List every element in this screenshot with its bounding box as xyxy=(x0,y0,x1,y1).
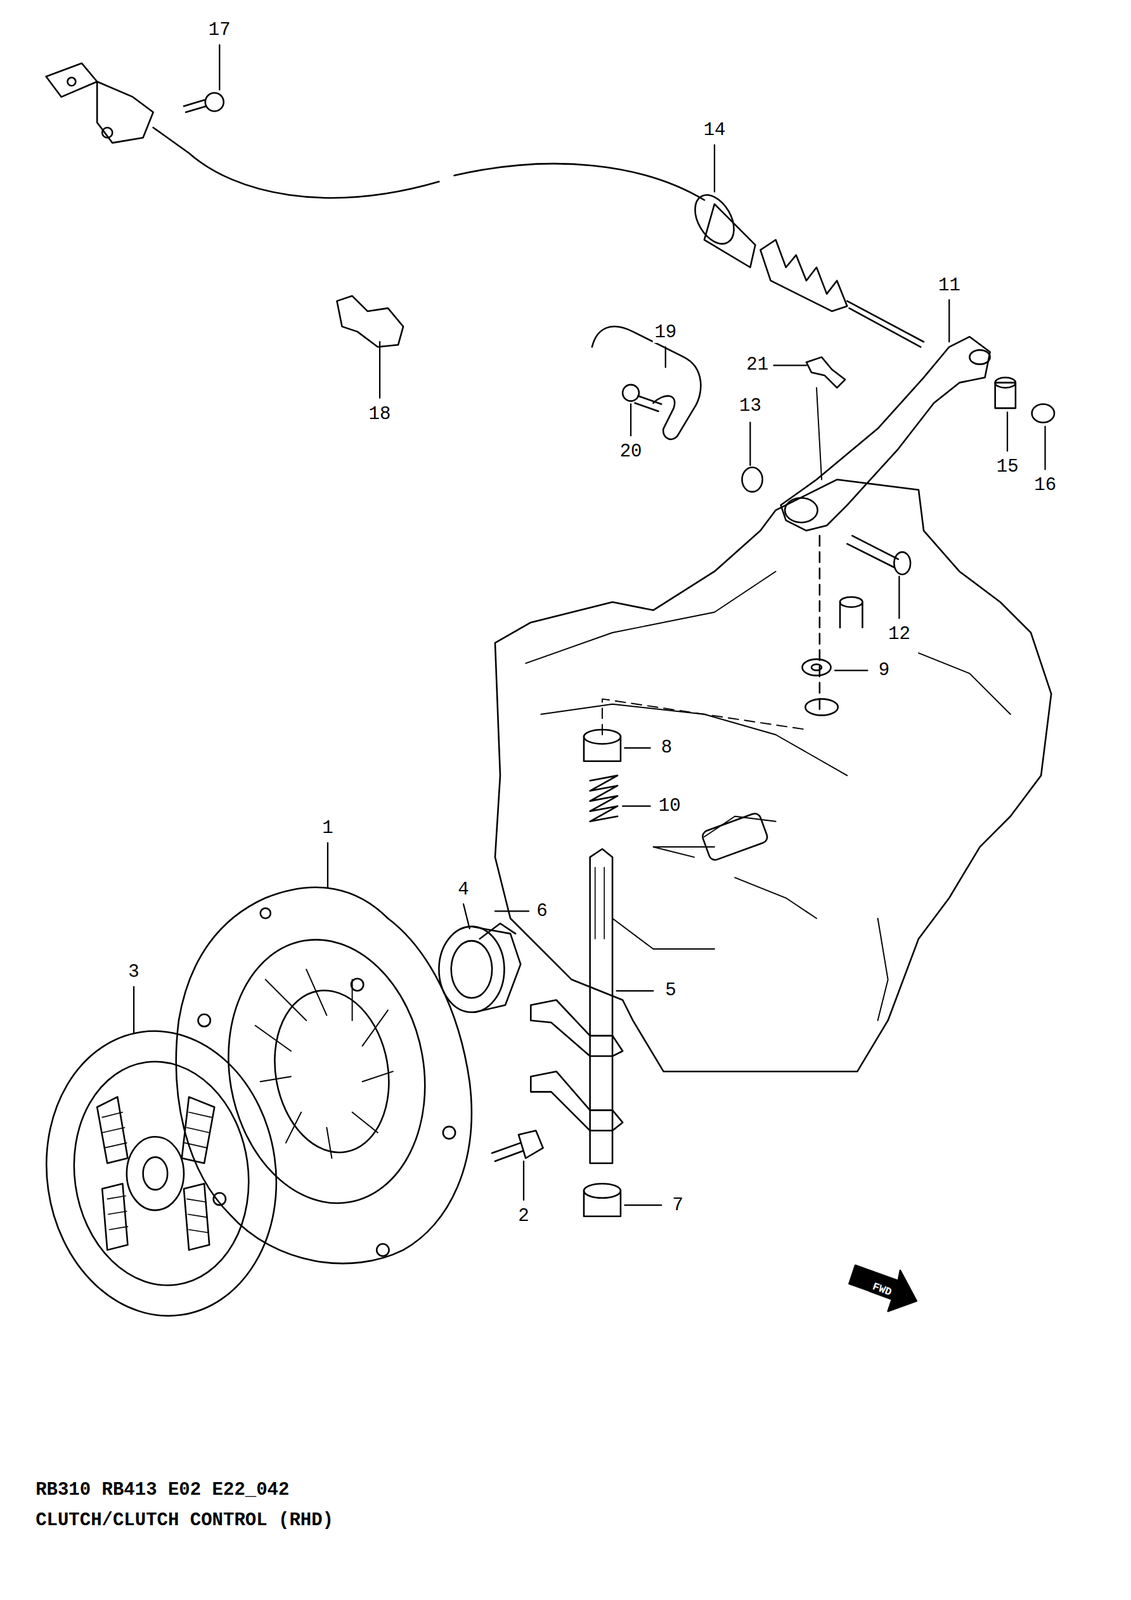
callout-number: 13 xyxy=(737,396,764,417)
callout-number: 14 xyxy=(701,120,728,141)
callout-number: 17 xyxy=(206,20,233,41)
callout-number: 9 xyxy=(876,660,892,681)
callout-number: 7 xyxy=(670,1195,685,1216)
callout-number: 2 xyxy=(516,1206,531,1227)
callout-number: 10 xyxy=(656,796,683,817)
diagram-caption: RB310 RB413 E02 E22_042 xyxy=(33,1480,291,1501)
callout-number: 3 xyxy=(126,962,141,983)
forward-arrow xyxy=(848,1265,917,1312)
release-lever xyxy=(781,336,991,531)
callout-number: 21 xyxy=(744,355,771,376)
callout-number: 5 xyxy=(663,980,678,1002)
clutch-disc xyxy=(28,1016,295,1332)
callout-number: 20 xyxy=(618,441,645,463)
callout-number: 19 xyxy=(652,322,679,343)
leader-lines xyxy=(133,45,1045,1206)
callout-number: 6 xyxy=(534,901,550,922)
callout-number: 1 xyxy=(320,818,335,839)
callout-number: 15 xyxy=(994,457,1021,478)
diagram-caption: CLUTCH/CLUTCH CONTROL (RHD) xyxy=(33,1510,336,1532)
callout-number: 18 xyxy=(367,404,394,425)
callout-number: 11 xyxy=(936,275,963,297)
callout-number: 4 xyxy=(455,879,471,901)
callout-number: 16 xyxy=(1032,475,1059,496)
clutch-cover xyxy=(176,887,472,1264)
release-shaft xyxy=(590,848,613,1164)
callout-number: 12 xyxy=(886,625,913,646)
clutch-cable xyxy=(46,63,705,201)
callout-number: 8 xyxy=(659,737,674,759)
transmission-housing xyxy=(495,479,1052,1073)
release-bearing xyxy=(438,926,505,1013)
